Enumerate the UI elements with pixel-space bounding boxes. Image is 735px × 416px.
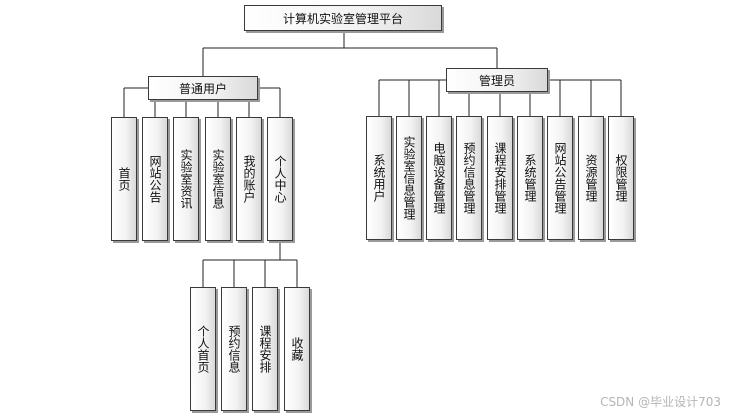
root-node: 计算机实验室管理平台: [244, 5, 442, 31]
admin-item-computer-mgmt: 电脑设备管理: [426, 116, 452, 240]
user-item-label: 我的账户: [242, 155, 256, 203]
admin-group-node: 管理员: [446, 68, 548, 92]
personal-item-label: 预约信息: [227, 325, 241, 373]
admin-item-label: 资源管理: [584, 154, 598, 202]
personal-item-home: 个人首页: [190, 287, 216, 411]
personal-item-favorites: 收藏: [284, 287, 310, 411]
user-item-lab-info: 实验室信息: [205, 117, 231, 241]
user-item-home: 首页: [111, 117, 137, 241]
admin-item-resource-mgmt: 资源管理: [578, 116, 604, 240]
user-item-announcements: 网站公告: [142, 117, 168, 241]
admin-group-label: 管理员: [478, 73, 515, 88]
admin-item-lab-info-mgmt: 实验室信息管理: [396, 116, 422, 240]
user-item-label: 首页: [117, 167, 131, 191]
personal-item-label: 收藏: [290, 337, 304, 361]
user-item-my-account: 我的账户: [236, 117, 262, 241]
personal-item-bookings: 预约信息: [221, 287, 247, 411]
user-item-label: 个人中心: [273, 155, 287, 203]
admin-item-booking-mgmt: 预约信息管理: [456, 116, 482, 240]
personal-item-schedule: 课程安排: [252, 287, 278, 411]
user-item-personal-center: 个人中心: [267, 117, 293, 241]
watermark: CSDN @毕业设计703: [600, 395, 721, 409]
admin-item-permission-mgmt: 权限管理: [608, 116, 634, 240]
admin-item-label: 实验室信息管理: [402, 136, 416, 220]
admin-item-schedule-mgmt: 课程安排管理: [487, 116, 513, 240]
user-item-label: 网站公告: [148, 155, 162, 203]
root-label: 计算机实验室管理平台: [282, 11, 403, 26]
user-group-label: 普通用户: [178, 81, 227, 96]
personal-item-label: 课程安排: [258, 325, 272, 373]
admin-item-system-users: 系统用户: [366, 116, 392, 240]
admin-item-label: 系统用户: [372, 154, 386, 202]
admin-item-label: 权限管理: [614, 154, 628, 202]
user-item-lab-news: 实验室资讯: [173, 117, 199, 241]
personal-item-label: 个人首页: [196, 325, 210, 373]
user-item-label: 实验室资讯: [179, 149, 193, 209]
user-item-label: 实验室信息: [211, 149, 225, 209]
admin-item-announcement-mgmt: 网站公告管理: [547, 116, 573, 240]
admin-item-label: 网站公告管理: [553, 142, 567, 214]
admin-item-label: 预约信息管理: [462, 142, 476, 214]
admin-item-label: 系统管理: [523, 154, 537, 202]
user-group-node: 普通用户: [148, 76, 258, 100]
admin-item-label: 电脑设备管理: [432, 142, 446, 214]
admin-item-label: 课程安排管理: [493, 142, 507, 214]
admin-item-system-mgmt: 系统管理: [517, 116, 543, 240]
